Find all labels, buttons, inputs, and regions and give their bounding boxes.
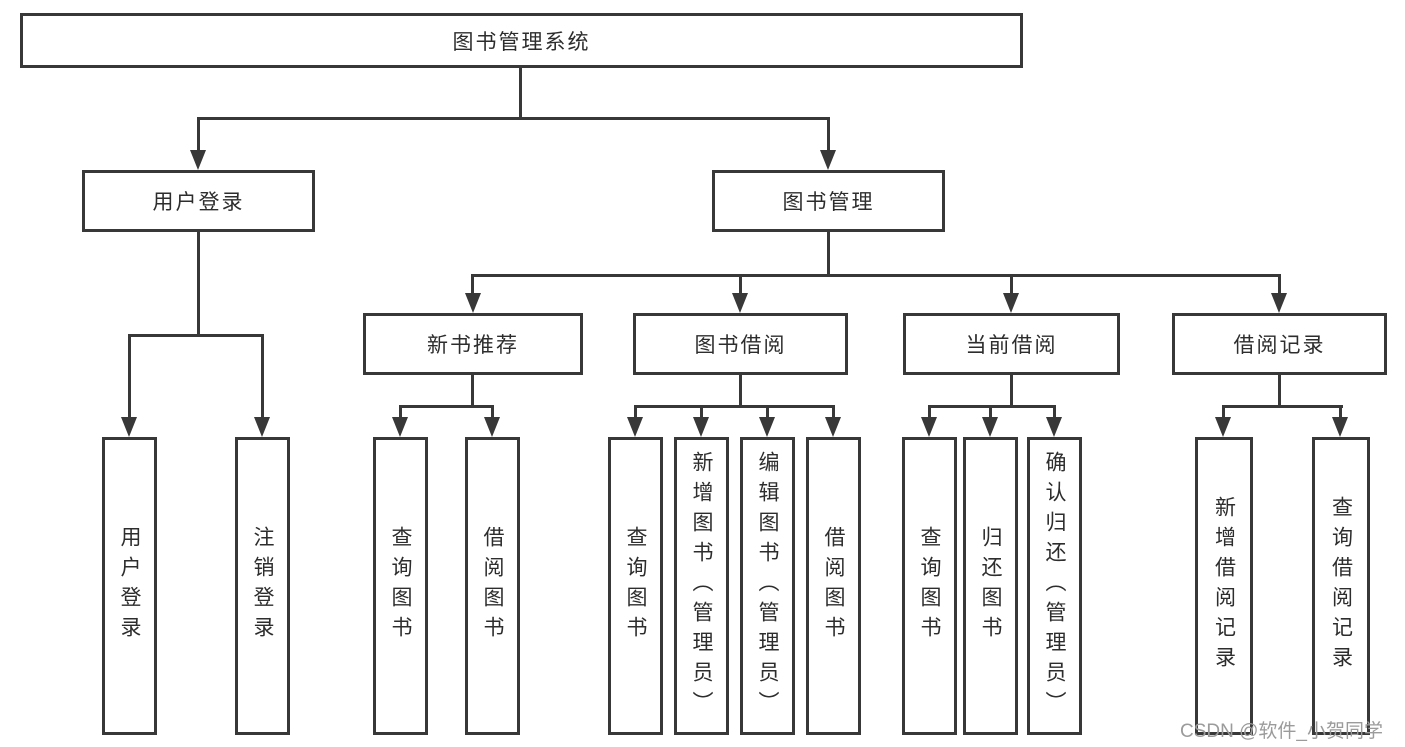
connector-to-cb-confirm — [1053, 405, 1056, 417]
arrowhead-cb-query — [921, 417, 937, 437]
leaf-bb-add-books-label: 新增图书（管理员） — [690, 451, 713, 721]
arrowhead-borrow-records — [1271, 293, 1287, 313]
arrowhead-new-book-rec — [465, 293, 481, 313]
connector-user-login-bar — [128, 334, 264, 337]
connector-to-bb-query — [634, 405, 637, 417]
connector-root-stem — [519, 68, 522, 118]
node-borrow-records-label: 借阅记录 — [1233, 334, 1326, 357]
connector-to-borrow-records — [1278, 274, 1281, 293]
arrowhead-br-query — [1332, 417, 1348, 437]
leaf-bb-borrow-books: 借阅图书 — [806, 437, 861, 735]
leaf-rec-borrow-books-label: 借阅图书 — [481, 526, 504, 646]
node-current-borrow-label: 当前借阅 — [965, 334, 1058, 357]
node-borrow-records: 借阅记录 — [1172, 313, 1387, 375]
connector-current-borrow-stem — [1010, 375, 1013, 408]
connector-to-current-borrow — [1010, 274, 1013, 293]
connector-to-bb-edit — [766, 405, 769, 417]
leaf-cb-query-books-label: 查询图书 — [918, 526, 941, 646]
leaf-br-query-record-label: 查询借阅记录 — [1329, 496, 1353, 676]
leaf-cb-return-books: 归还图书 — [963, 437, 1018, 735]
leaf-logout-label: 注销登录 — [251, 526, 274, 646]
leaf-user-login-label: 用户登录 — [118, 526, 141, 646]
connector-to-user-login — [197, 117, 200, 150]
node-user-login-label: 用户登录 — [152, 191, 245, 214]
arrowhead-rec-query — [392, 417, 408, 437]
arrowhead-bb-borrow — [825, 417, 841, 437]
node-new-book-rec-label: 新书推荐 — [427, 334, 519, 357]
arrowhead-leaf-login — [121, 417, 137, 437]
leaf-cb-confirm-return-label: 确认归还（管理员） — [1043, 451, 1066, 721]
arrowhead-book-borrow — [732, 293, 748, 313]
connector-to-br-query — [1339, 405, 1342, 417]
connector-to-leaf-login — [128, 334, 131, 417]
leaf-br-query-record: 查询借阅记录 — [1312, 437, 1370, 735]
leaf-logout: 注销登录 — [235, 437, 290, 735]
node-book-borrow-label: 图书借阅 — [694, 334, 787, 357]
leaf-cb-confirm-return: 确认归还（管理员） — [1027, 437, 1082, 735]
node-current-borrow: 当前借阅 — [903, 313, 1120, 375]
arrowhead-rec-borrow — [484, 417, 500, 437]
leaf-rec-query-books-label: 查询图书 — [389, 526, 412, 646]
arrowhead-user-login — [190, 150, 206, 170]
connector-new-book-rec-stem — [471, 375, 474, 408]
leaf-bb-add-books: 新增图书（管理员） — [674, 437, 729, 735]
connector-book-borrow-stem — [739, 375, 742, 408]
node-book-mgmt: 图书管理 — [712, 170, 945, 232]
leaf-bb-borrow-books-label: 借阅图书 — [822, 526, 845, 646]
leaf-br-add-record: 新增借阅记录 — [1195, 437, 1253, 735]
connector-to-book-mgmt — [827, 117, 830, 150]
arrowhead-cb-confirm — [1046, 417, 1062, 437]
connector-current-borrow-bar — [928, 405, 1056, 408]
connector-borrow-records-bar — [1222, 405, 1343, 408]
csdn-watermark: CSDN @软件_小贺同学 — [1180, 721, 1383, 742]
node-book-mgmt-label: 图书管理 — [782, 191, 875, 214]
arrowhead-br-add — [1215, 417, 1231, 437]
node-root-label: 图书管理系统 — [452, 30, 591, 54]
arrowhead-bb-query — [627, 417, 643, 437]
leaf-cb-return-books-label: 归还图书 — [979, 526, 1002, 646]
arrowhead-bb-add — [693, 417, 709, 437]
connector-borrow-records-stem — [1278, 375, 1281, 408]
connector-user-login-stem — [197, 232, 200, 335]
node-user-login: 用户登录 — [82, 170, 315, 232]
connector-to-cb-return — [989, 405, 992, 417]
node-root: 图书管理系统 — [20, 13, 1023, 68]
arrowhead-bb-edit — [759, 417, 775, 437]
arrowhead-cb-return — [982, 417, 998, 437]
arrowhead-leaf-logout — [254, 417, 270, 437]
leaf-rec-borrow-books: 借阅图书 — [465, 437, 520, 735]
connector-to-book-borrow — [739, 274, 742, 293]
connector-to-rec-query — [399, 405, 402, 417]
connector-to-br-add — [1222, 405, 1225, 417]
connector-root-bar — [197, 117, 830, 120]
connector-to-bb-borrow — [832, 405, 835, 417]
leaf-bb-edit-books: 编辑图书（管理员） — [740, 437, 795, 735]
connector-to-bb-add — [700, 405, 703, 417]
connector-book-mgmt-stem — [827, 232, 830, 275]
connector-book-borrow-bar — [634, 405, 835, 408]
arrowhead-book-mgmt — [820, 150, 836, 170]
connector-to-new-book-rec — [471, 274, 474, 293]
leaf-bb-edit-books-label: 编辑图书（管理员） — [756, 451, 779, 721]
arrowhead-current-borrow — [1003, 293, 1019, 313]
leaf-br-add-record-label: 新增借阅记录 — [1212, 496, 1236, 676]
connector-new-book-rec-bar — [399, 405, 494, 408]
connector-to-cb-query — [928, 405, 931, 417]
leaf-rec-query-books: 查询图书 — [373, 437, 428, 735]
connector-to-leaf-logout — [261, 334, 264, 417]
leaf-bb-query-books: 查询图书 — [608, 437, 663, 735]
leaf-user-login: 用户登录 — [102, 437, 157, 735]
connector-to-rec-borrow — [491, 405, 494, 417]
leaf-bb-query-books-label: 查询图书 — [624, 526, 647, 646]
leaf-cb-query-books: 查询图书 — [902, 437, 957, 735]
connector-book-mgmt-bar — [471, 274, 1281, 277]
node-new-book-rec: 新书推荐 — [363, 313, 583, 375]
node-book-borrow: 图书借阅 — [633, 313, 848, 375]
